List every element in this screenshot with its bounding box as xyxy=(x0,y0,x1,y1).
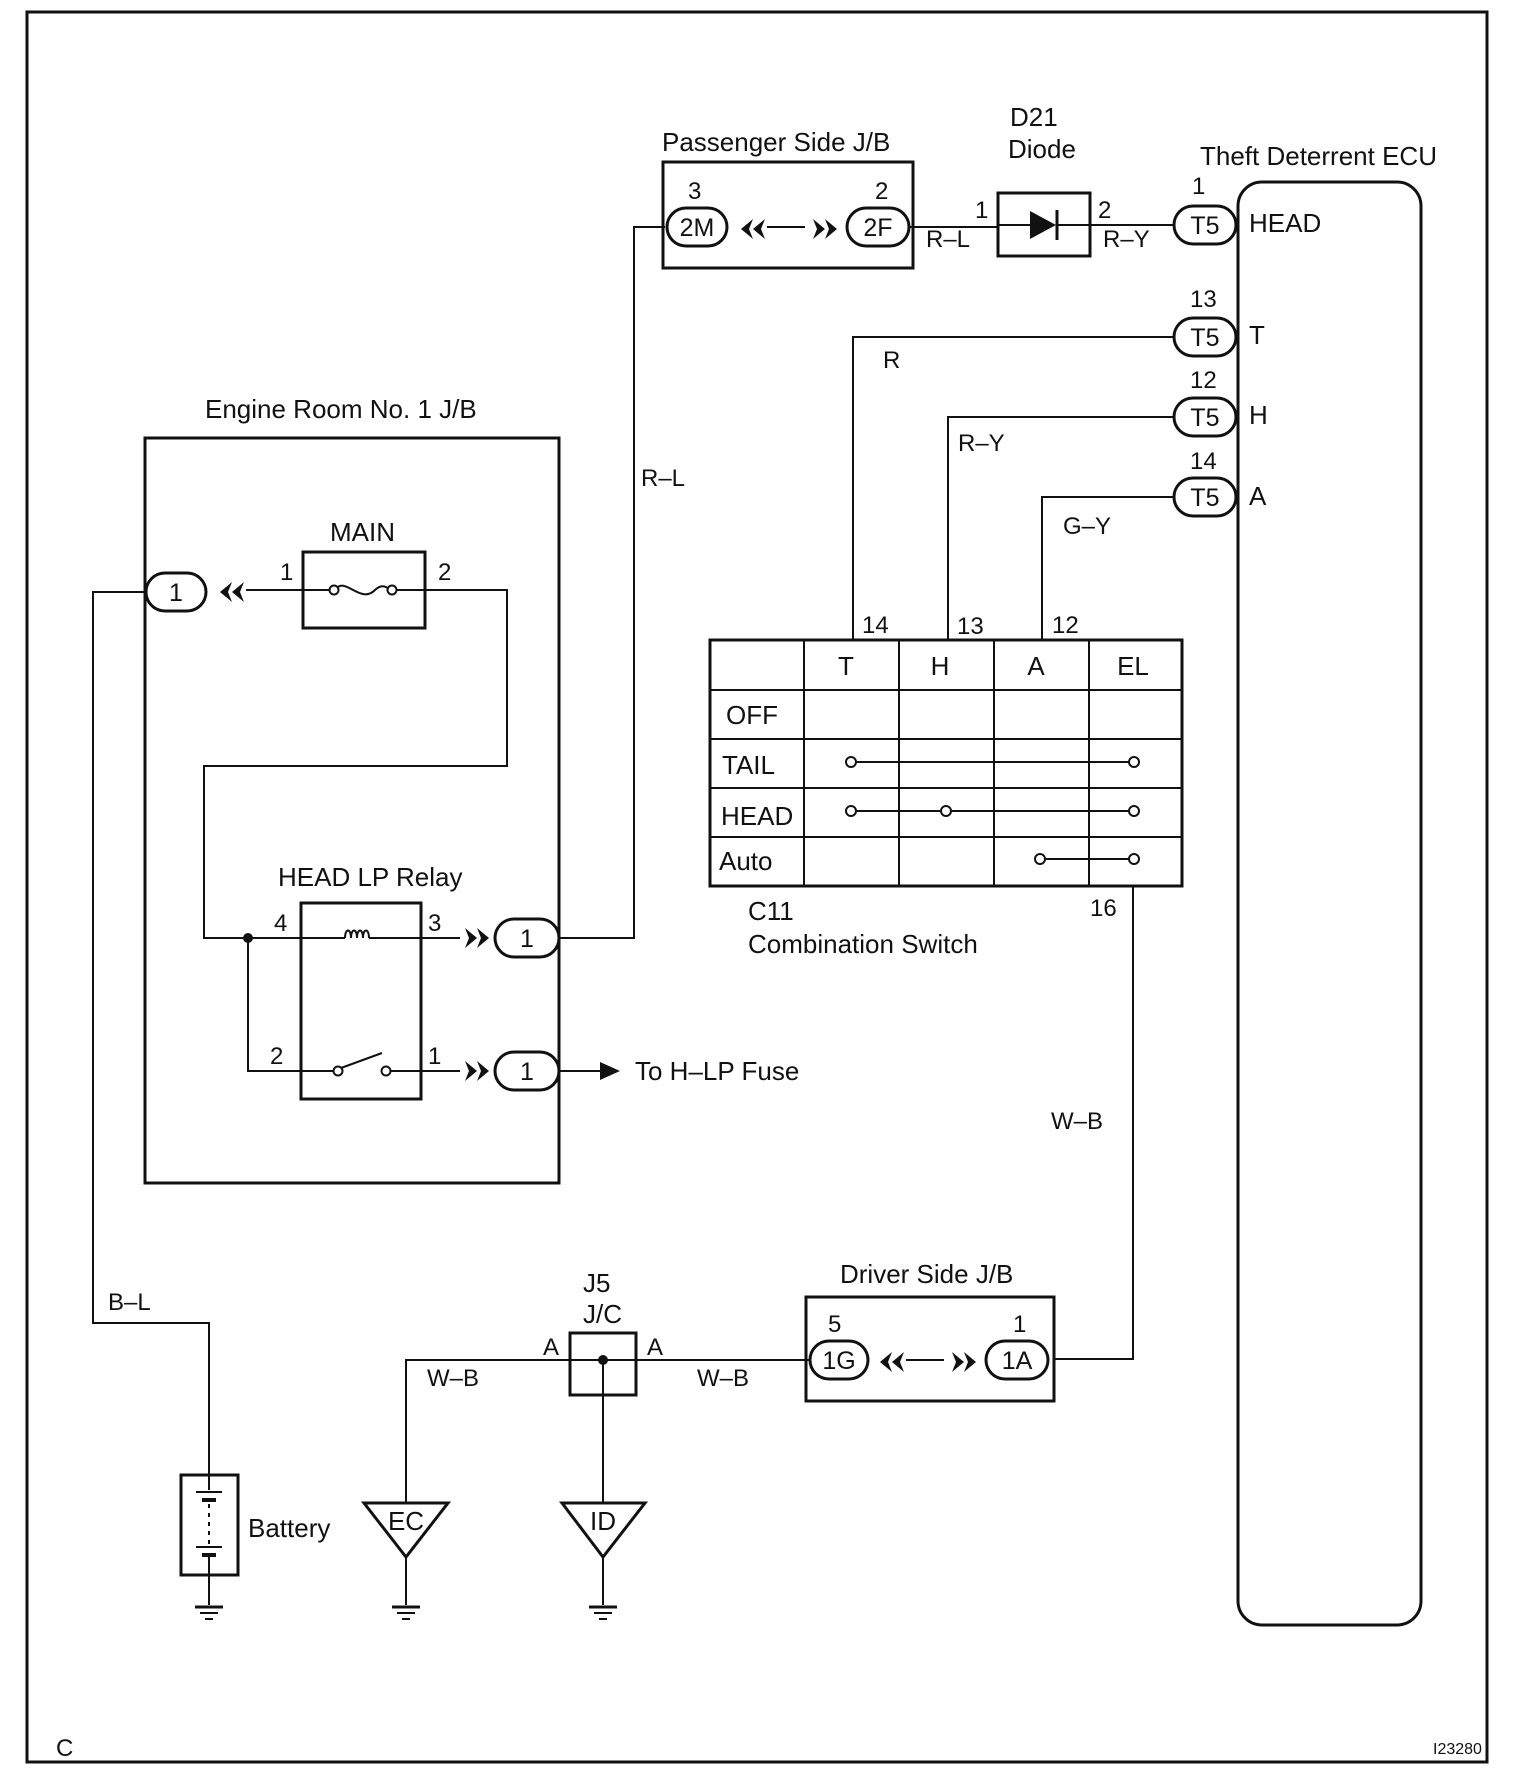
junction-code: J5 xyxy=(583,1268,610,1298)
switch-col-el: EL xyxy=(1117,651,1149,681)
engine-room-jb: Engine Room No. 1 J/B MAIN 1 2 1 HEAD LP… xyxy=(143,394,561,1185)
relay-pin-3: 3 xyxy=(428,910,441,937)
wire-ry-diode: R–Y xyxy=(1103,226,1150,253)
passenger-pin-3: 3 xyxy=(688,178,701,205)
figure-id: I23280 xyxy=(1433,1741,1482,1758)
switch-code: C11 xyxy=(748,896,794,926)
wire-rl-vertical: R–L xyxy=(641,465,685,492)
ecu-terminal-t: T xyxy=(1249,320,1265,350)
switch-row-auto: Auto xyxy=(719,846,773,876)
ecu-connector-a: T5 xyxy=(1190,484,1219,512)
ecu-connector-h: T5 xyxy=(1190,404,1219,432)
ecu-pin-12: 12 xyxy=(1190,367,1217,394)
relay-pin-4: 4 xyxy=(274,910,287,937)
to-hlp-fuse-label: To H–LP Fuse xyxy=(635,1056,799,1086)
battery: Battery xyxy=(179,1473,330,1620)
connector-1a: 1A xyxy=(1002,1347,1033,1375)
connector-2f: 2F xyxy=(863,214,892,242)
engine-jb-connector-1: 1 xyxy=(169,579,183,607)
battery-label: Battery xyxy=(248,1513,330,1543)
head-lp-relay xyxy=(299,901,423,1101)
diode-pin-2: 2 xyxy=(1098,197,1111,224)
switch-col-t: T xyxy=(838,651,854,681)
ground-id-label: ID xyxy=(590,1506,616,1536)
ground-ec-label: EC xyxy=(388,1506,424,1536)
switch-col-h: H xyxy=(931,651,950,681)
junction-name: J/C xyxy=(583,1299,622,1329)
connector-2m: 2M xyxy=(680,214,715,242)
ecu-connector-head: T5 xyxy=(1190,212,1219,240)
wire-ry: R–Y xyxy=(958,430,1005,457)
relay-pin-2: 2 xyxy=(270,1043,283,1070)
main-pin-1: 1 xyxy=(280,559,293,586)
wire-bl: B–L xyxy=(108,1289,151,1316)
wire-wb-right: W–B xyxy=(1051,1108,1103,1135)
ground-ec: EC xyxy=(360,1501,452,1620)
switch-pin-13: 13 xyxy=(957,613,984,640)
relay-title: HEAD LP Relay xyxy=(278,862,463,892)
main-pin-2: 2 xyxy=(438,559,451,586)
theft-deterrent-ecu: Theft Deterrent ECU 1 T5 HEAD 13 T5 T 12… xyxy=(1172,141,1437,1627)
combination-switch: 14 13 12 T H A EL OFF TAIL HEAD Auto C11 xyxy=(708,612,1184,959)
j5-junction-connector: J5 J/C A A xyxy=(543,1268,663,1397)
wire-rl-diode: R–L xyxy=(926,226,970,253)
driver-pin-1: 1 xyxy=(1013,1311,1026,1338)
switch-row-tail: TAIL xyxy=(722,750,775,780)
switch-pin-14: 14 xyxy=(862,612,889,639)
passenger-pin-2: 2 xyxy=(875,178,888,205)
passenger-jb-title: Passenger Side J/B xyxy=(662,127,890,157)
diode-name: Diode xyxy=(1008,134,1076,164)
diode-code: D21 xyxy=(1010,102,1058,132)
main-fuse-label: MAIN xyxy=(330,517,395,547)
wire-gy: G–Y xyxy=(1063,513,1111,540)
wire-wb-jc-right: W–B xyxy=(697,1365,749,1392)
wire-wb-jc-left: W–B xyxy=(427,1365,479,1392)
junction-pin-right: A xyxy=(647,1334,663,1361)
page-frame xyxy=(25,10,1489,1764)
d21-diode: D21 Diode 1 2 xyxy=(975,102,1111,258)
engine-jb-title: Engine Room No. 1 J/B xyxy=(205,394,477,424)
driver-pin-5: 5 xyxy=(828,1311,841,1338)
switch-name: Combination Switch xyxy=(748,929,978,959)
ecu-pin-14: 14 xyxy=(1190,448,1217,475)
ecu-pin-13: 13 xyxy=(1190,286,1217,313)
ecu-title: Theft Deterrent ECU xyxy=(1200,141,1437,171)
ecu-pin-1: 1 xyxy=(1192,173,1205,200)
switch-row-head: HEAD xyxy=(721,801,793,831)
switch-pin-12: 12 xyxy=(1052,612,1079,639)
switch-row-off: OFF xyxy=(726,700,778,730)
ecu-terminal-head: HEAD xyxy=(1249,208,1321,238)
passenger-side-jb: Passenger Side J/B 3 2M 2 2F xyxy=(661,127,915,270)
connector-1g: 1G xyxy=(822,1347,855,1375)
switch-pin-16: 16 xyxy=(1090,895,1117,922)
wire-r: R xyxy=(883,347,900,374)
ecu-terminal-h: H xyxy=(1249,400,1268,430)
junction-pin-left: A xyxy=(543,1334,559,1361)
relay-switch-connector: 1 xyxy=(520,1058,534,1086)
driver-side-jb: Driver Side J/B 5 1G 1 1A xyxy=(804,1259,1056,1403)
diode-pin-1: 1 xyxy=(975,197,988,224)
ecu-connector-t: T5 xyxy=(1190,324,1219,352)
ecu-terminal-a: A xyxy=(1249,481,1267,511)
relay-pin-1: 1 xyxy=(428,1043,441,1070)
relay-coil-connector: 1 xyxy=(520,925,534,953)
ground-id: ID xyxy=(558,1501,649,1620)
page-code: C xyxy=(56,1735,73,1762)
driver-jb-title: Driver Side J/B xyxy=(840,1259,1013,1289)
switch-col-a: A xyxy=(1027,651,1045,681)
